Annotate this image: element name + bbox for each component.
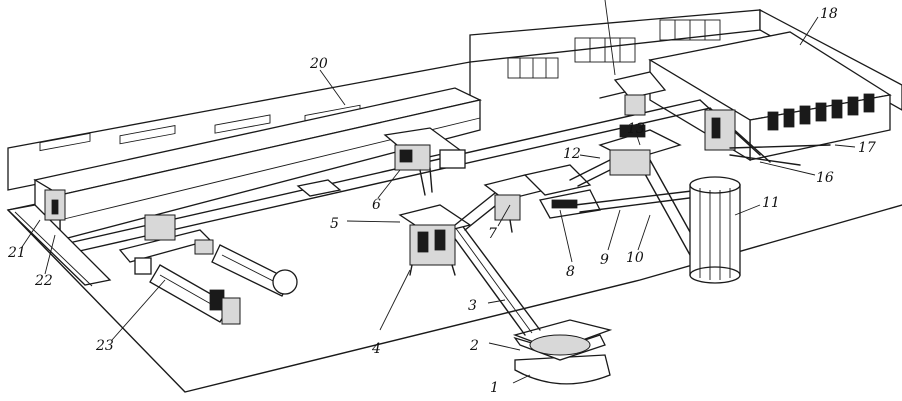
label-21: 21 (7, 245, 26, 261)
label-13: 13 (627, 121, 645, 137)
label-12: 12 (563, 146, 581, 162)
label-9: 9 (600, 252, 609, 268)
unit-6 (383, 127, 466, 196)
unit-7 (483, 174, 547, 233)
leader-lines (21, 0, 856, 384)
rails-21-22 (6, 189, 112, 287)
label-6: 6 (372, 197, 381, 213)
label-1: 1 (490, 380, 499, 396)
number-labels: 1 2 3 4 5 6 7 8 9 10 11 12 13 16 17 18 2… (7, 6, 876, 396)
product-stacks (767, 93, 875, 131)
label-2: 2 (469, 338, 479, 354)
label-4: 4 (371, 341, 381, 357)
feeder-2 (512, 319, 613, 361)
mixer-unit-4-5 (398, 204, 472, 276)
label-18: 18 (820, 6, 838, 22)
conveyor-3 (444, 219, 541, 336)
finished-warehouse-18 (648, 31, 892, 162)
label-10: 10 (626, 250, 644, 266)
label-23: 23 (95, 338, 114, 354)
label-3: 3 (468, 298, 477, 314)
label-5: 5 (330, 216, 339, 232)
unit-16-17 (704, 109, 831, 166)
conveyor-9 (574, 189, 706, 213)
label-20: 20 (309, 56, 328, 72)
label-22: 22 (34, 273, 53, 289)
label-16: 16 (816, 170, 834, 186)
bunker-1 (514, 354, 611, 385)
silo-11 (689, 176, 741, 284)
label-11: 11 (762, 195, 780, 211)
label-8: 8 (566, 264, 575, 280)
mould-line-23 (118, 214, 298, 325)
label-17: 17 (858, 140, 876, 156)
label-7: 7 (488, 226, 497, 242)
